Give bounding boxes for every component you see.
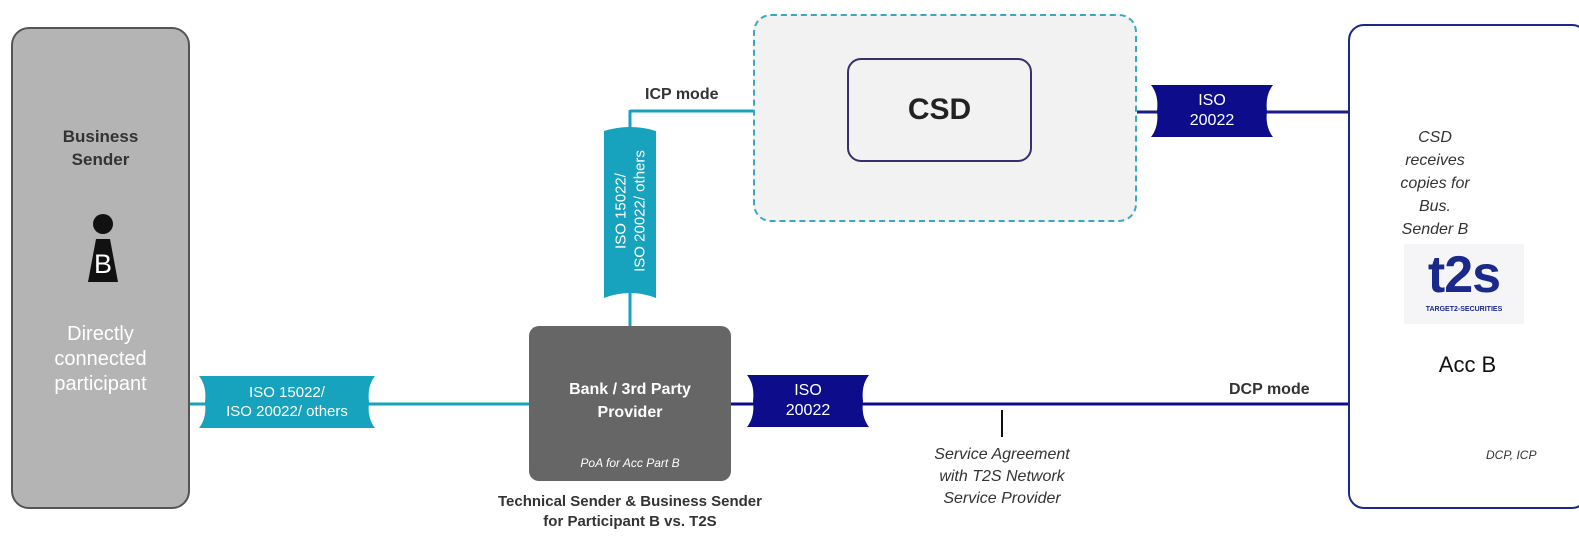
service-agreement-line3: Service Provider (943, 490, 1061, 507)
icp-mode-label: ICP mode (645, 86, 719, 103)
mid-flag-shape (747, 375, 869, 427)
bank-label-line2: Provider (597, 404, 663, 421)
csd-box: CSD (847, 58, 1032, 162)
business-sender-title: Business Sender (11, 125, 190, 171)
top-flag-line2: 20022 (1189, 112, 1235, 129)
mid-flag: ISO 20022 (747, 375, 869, 427)
csd-copies-line3: copies for (1400, 175, 1470, 192)
account-label: Acc B (1438, 352, 1497, 377)
service-agreement-text: Service Agreement with T2S Network Servi… (880, 444, 1124, 510)
left-flag-line1: ISO 15022/ (249, 384, 325, 401)
vertical-flag-line2: ISO 20022/ others (631, 150, 649, 272)
left-flag-line2: ISO 20022/ others (226, 403, 348, 420)
left-flag: ISO 15022/ ISO 20022/ others (199, 376, 375, 428)
account-modes: DCP, ICP (1486, 448, 1537, 462)
mid-flag-line1: ISO (794, 382, 822, 399)
vertical-flag: ISO 15022/ ISO 20022/ others (604, 125, 656, 298)
csd-copies-line5: Sender B (1401, 221, 1469, 238)
mid-flag-line2: 20022 (785, 402, 831, 419)
csd-label: CSD (907, 93, 972, 126)
csd-copies-line4: Bus. (1418, 198, 1451, 215)
bank-note: PoA for Acc Part B (580, 456, 680, 470)
person-b-icon-svg (88, 214, 118, 282)
person-b-letter: B (93, 249, 112, 279)
vertical-flag-line1: ISO 15022/ (612, 173, 630, 249)
person-b-icon: B (88, 212, 118, 286)
t2s-logo-text: t2s (1427, 246, 1501, 304)
csd-copies-text: CSD receives copies for Bus. Sender B (1380, 126, 1490, 241)
t2s-logo-sub: TARGET2-SECURITIES (1425, 306, 1503, 313)
bank-caption: Technical Sender & Business Sender for P… (460, 492, 800, 532)
bank-label-line1: Bank / 3rd Party (569, 381, 691, 398)
business-sender-desc-line3: participant (54, 373, 147, 395)
top-flag-text: ISO 20022 (1151, 85, 1273, 137)
business-sender-desc: Directly connected participant (11, 322, 190, 397)
business-sender-desc-line1: Directly (67, 323, 134, 345)
top-flag-line1: ISO (1198, 92, 1226, 109)
left-flag-shape (199, 376, 375, 428)
csd-copies-line1: CSD (1418, 129, 1452, 146)
bank-caption-line1: Technical Sender & Business Sender (498, 493, 762, 510)
vertical-flag-text: ISO 15022/ ISO 20022/ others (605, 125, 657, 298)
left-flag-text: ISO 15022/ ISO 20022/ others (199, 376, 375, 428)
business-sender-title-line1: Business (62, 127, 139, 146)
business-sender-title-line2: Sender (71, 150, 130, 169)
bank-label: Bank / 3rd Party Provider (529, 378, 731, 424)
business-sender-desc-line2: connected (54, 348, 147, 370)
t2s-logo: t2s TARGET2-SECURITIES (1404, 244, 1524, 324)
top-flag: ISO 20022 (1151, 85, 1273, 137)
top-flag-shape (1151, 85, 1273, 137)
service-agreement-line1: Service Agreement (934, 446, 1070, 463)
dcp-mode-label: DCP mode (1229, 381, 1310, 398)
mid-flag-text: ISO 20022 (747, 375, 869, 427)
csd-copies-line2: receives (1405, 152, 1465, 169)
service-agreement-line2: with T2S Network (939, 468, 1065, 485)
bank-box (529, 326, 731, 481)
bank-caption-line2: for Participant B vs. T2S (543, 513, 717, 530)
vertical-flag-shape (604, 127, 656, 298)
